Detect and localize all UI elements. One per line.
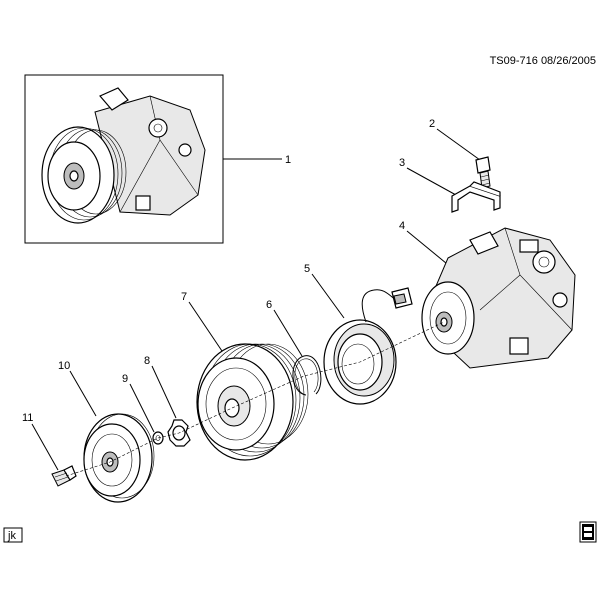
leader-2 [436,128,481,161]
pulley-part-7 [196,343,309,461]
callout-11: 11 [22,412,33,424]
bolt-part-11 [51,465,77,487]
clutch-coil-part-5 [323,287,413,405]
diagram-reference: TS09-716 08/26/2005 [490,55,596,67]
callout-8: 8 [144,355,150,367]
bracket-part-3 [451,181,501,213]
callout-9: 9 [122,373,128,385]
leader-3 [406,167,457,196]
callout-5: 5 [304,263,310,275]
compressor-part-4 [421,227,576,369]
leader-6 [273,309,303,357]
leader-8 [151,365,177,419]
shim-part-9 [152,431,164,445]
clutch-plate-part-10 [83,413,155,503]
assembly-axis [65,321,445,477]
book-icon [579,521,597,543]
leader-11 [31,423,59,471]
leader-7 [188,301,225,355]
callout-10: 10 [58,360,70,372]
snap-ring-part-6 [292,355,322,396]
callout-4: 4 [399,220,405,232]
footer-tag: jk [3,527,23,543]
callout-2: 2 [429,118,435,130]
footer-tag-text: jk [7,530,16,542]
callout-6: 6 [266,299,272,311]
callout-3: 3 [399,157,405,169]
leader-5 [311,273,345,319]
leader-4 [406,230,453,269]
callout-1: 1 [285,154,291,166]
inset-compressor-assembly [24,74,224,244]
bolt-part-2 [475,156,491,189]
leader-10 [69,370,97,417]
callout-7: 7 [181,291,187,303]
leader-9 [129,383,155,433]
